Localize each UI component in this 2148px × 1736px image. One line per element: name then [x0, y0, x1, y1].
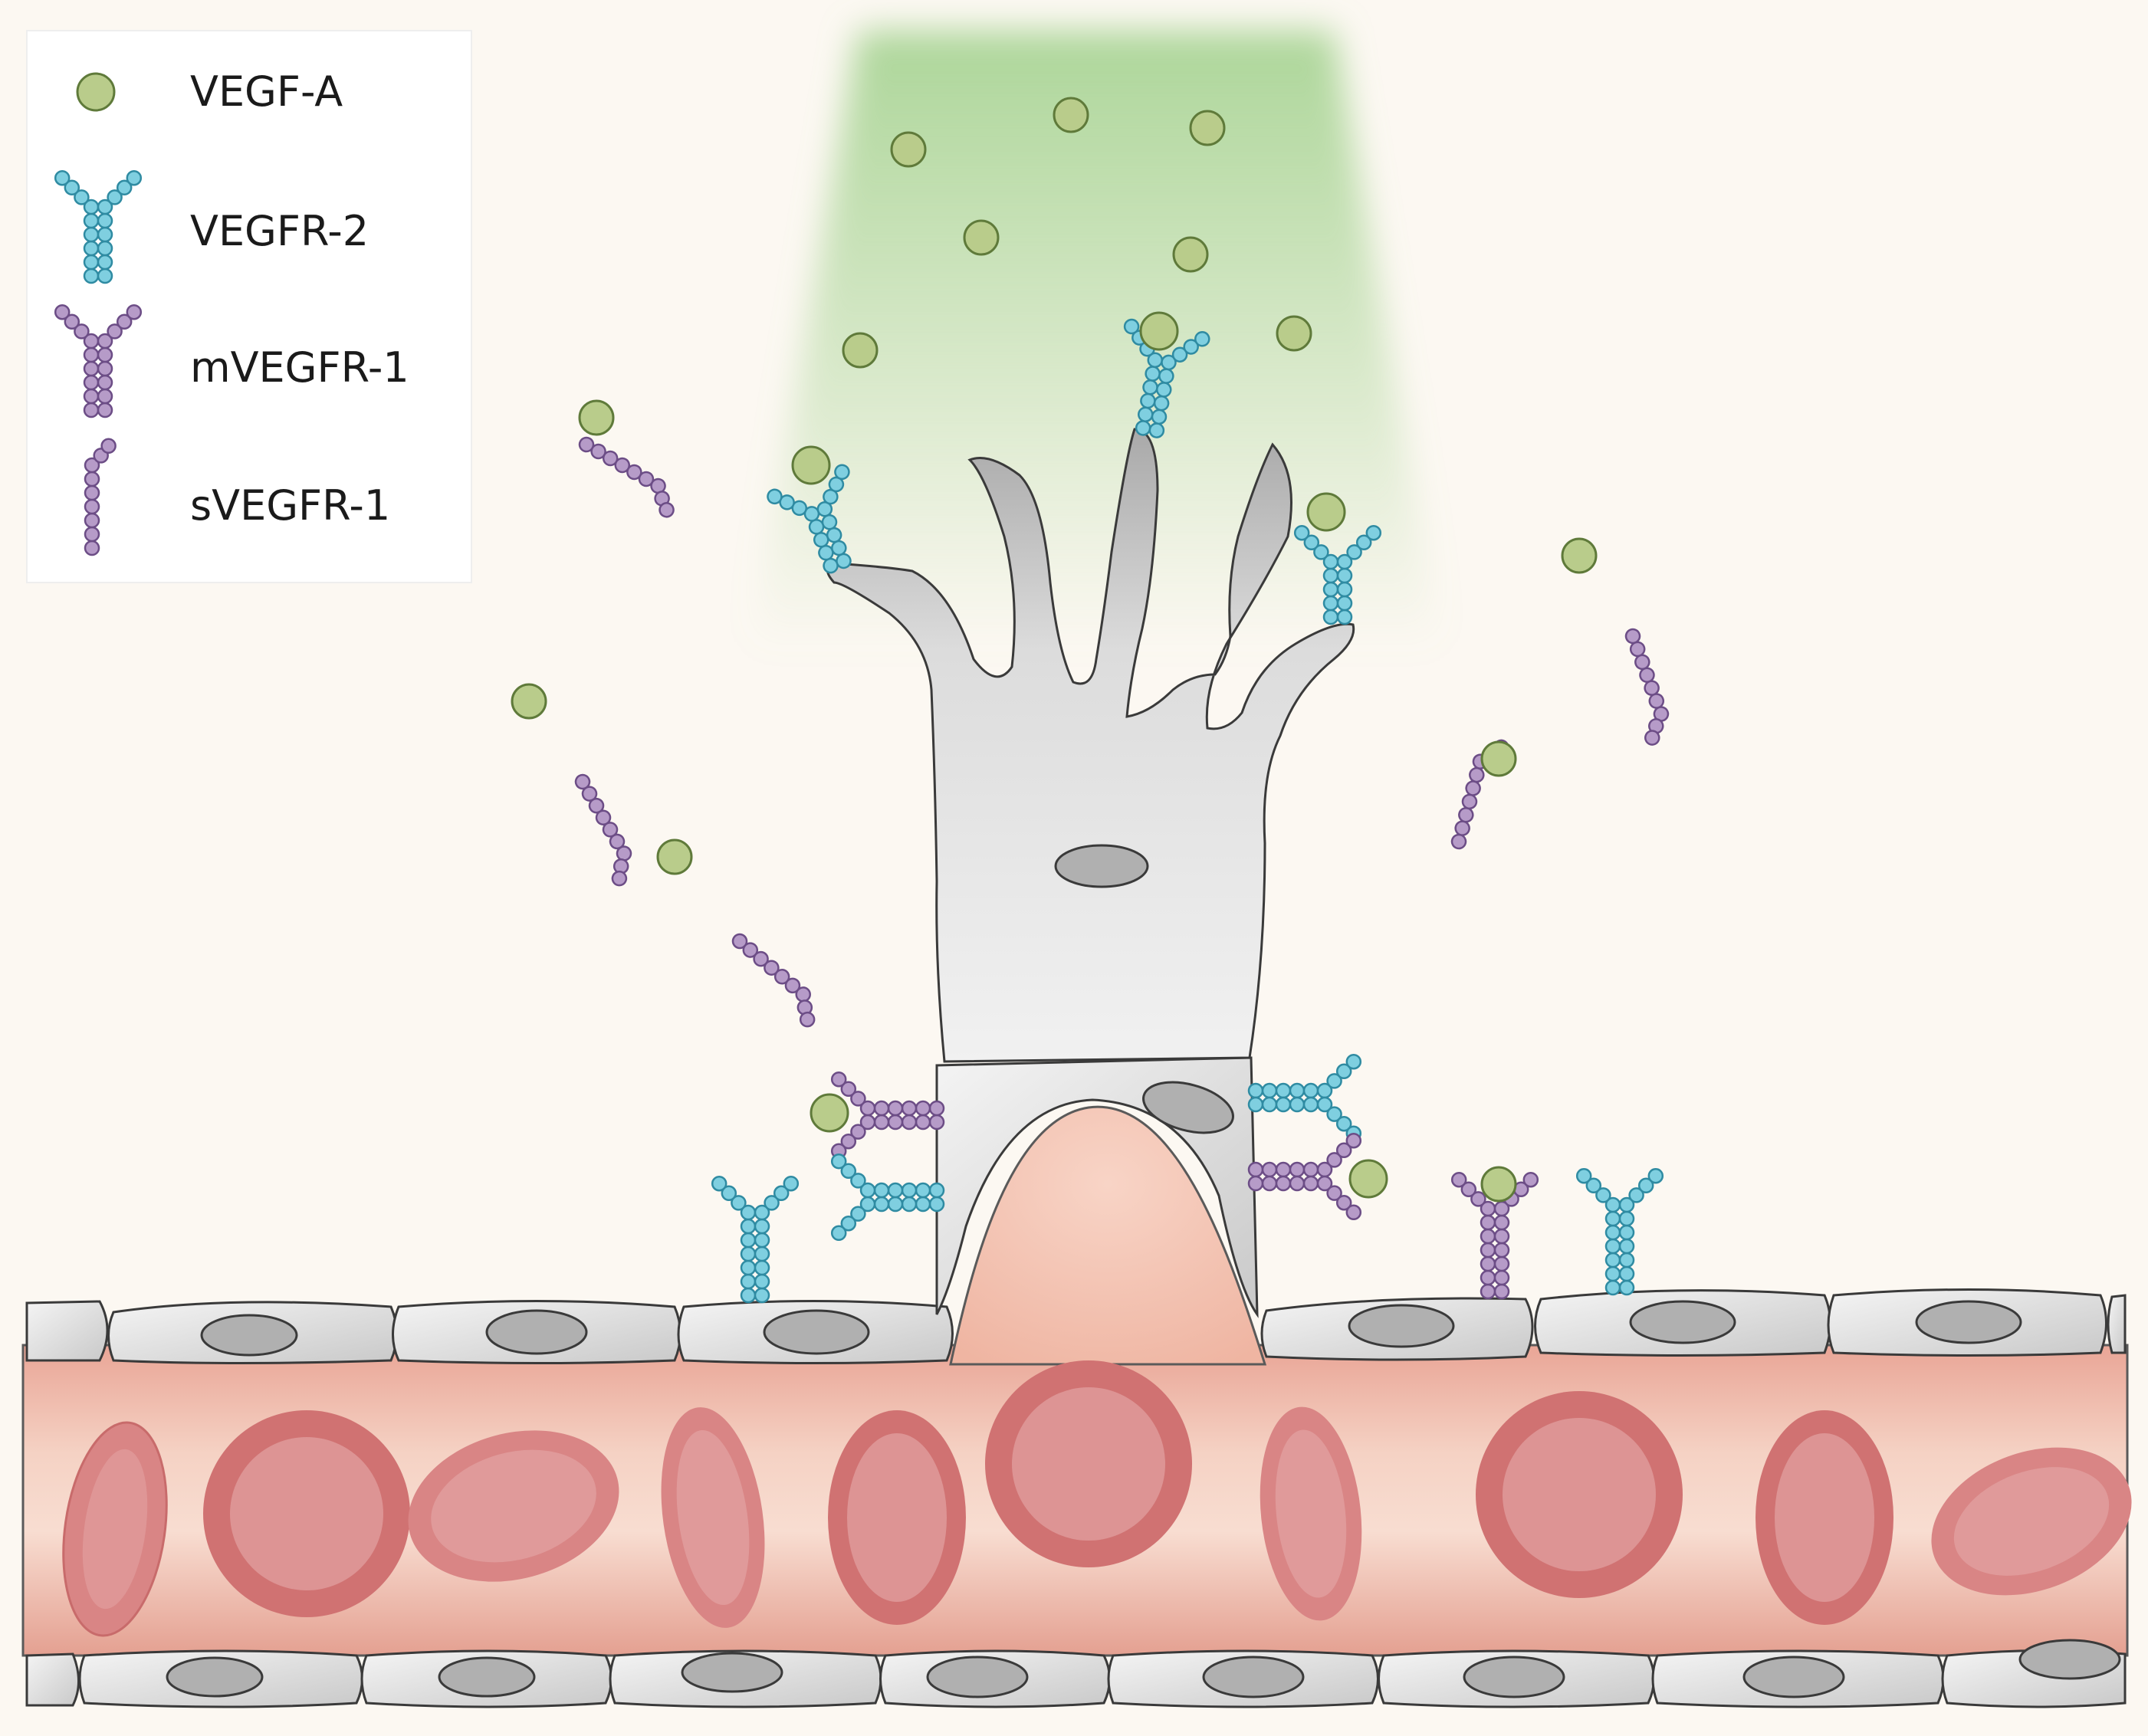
red-blood-cell — [1476, 1391, 1683, 1598]
svegfr1-molecule — [731, 933, 816, 1028]
vegf-a-molecule — [578, 399, 615, 436]
endothelial-cell — [1827, 1288, 2107, 1357]
vegfr2-receptor — [767, 464, 852, 574]
red-blood-cell — [1756, 1410, 1893, 1625]
endothelial-cell — [879, 1649, 1111, 1708]
upper-endothelium — [25, 1288, 2127, 1364]
vegf-a-molecule — [511, 683, 547, 720]
endothelial-cell — [25, 1300, 109, 1362]
legend-box — [26, 30, 472, 583]
legend-icons — [54, 72, 143, 556]
vegf-a-molecule — [1189, 110, 1226, 146]
svegfr1-soluble-icon — [84, 438, 117, 556]
endothelial-cell — [1378, 1649, 1655, 1708]
endothelial-cell — [25, 1652, 80, 1707]
vegf-a-molecule — [791, 445, 831, 485]
vegf-a-molecule — [76, 72, 116, 112]
svegfr1-molecule — [578, 436, 675, 518]
tip-cell-nucleus — [1054, 844, 1149, 888]
red-blood-cell — [661, 1407, 765, 1628]
legend: VEGF-A VEGFR-2 mVEGFR-1 sVEGFR-1 — [26, 30, 472, 583]
vegfr2-receptor — [1247, 1053, 1362, 1142]
endothelial-cell — [107, 1301, 398, 1364]
legend-label-svegfr1: sVEGFR-1 — [190, 481, 390, 530]
tip-cell — [826, 428, 1355, 1063]
vegfr2-receptor — [830, 1153, 945, 1242]
red-blood-cell — [408, 1430, 619, 1582]
endothelial-cell — [392, 1300, 682, 1364]
vegfr2-receptor — [1293, 524, 1382, 625]
vegfr2-receptor — [1123, 318, 1210, 438]
red-blood-cell — [1260, 1406, 1362, 1621]
mvegfr1-receptor — [1450, 1171, 1539, 1300]
vegfr2-receptor — [1575, 1167, 1664, 1296]
svegfr1-molecule — [574, 773, 632, 887]
endothelial-cell — [360, 1649, 613, 1708]
vegf-a-molecule — [1306, 492, 1346, 532]
red-blood-cells — [62, 1360, 2132, 1637]
endothelial-cell — [677, 1300, 954, 1364]
endothelial-cell — [1107, 1649, 1379, 1708]
vegf-a-molecule — [1561, 537, 1598, 574]
legend-label-mvegfr1: mVEGFR-1 — [190, 343, 409, 392]
vegf-a-molecule — [1480, 1166, 1517, 1203]
molecules-layer — [511, 97, 1670, 1304]
stalk-cell-nucleus — [1142, 1081, 1234, 1134]
vegf-a-molecule — [1139, 311, 1179, 351]
red-blood-cell — [1931, 1447, 2132, 1596]
vegf-a-molecule — [1276, 315, 1312, 352]
mvegfr1-receptor-icon — [54, 304, 143, 418]
vegf-a-molecule — [890, 131, 927, 168]
vegf-a-molecule — [963, 219, 1000, 256]
vegf-a-molecule — [1053, 97, 1089, 133]
red-blood-cell — [62, 1421, 168, 1637]
vegf-a-molecule — [1480, 740, 1517, 777]
vegf-a-molecule — [842, 332, 879, 369]
vegf-a-molecule — [1172, 236, 1209, 273]
red-blood-cell — [985, 1360, 1192, 1567]
endothelial-cell — [78, 1649, 363, 1708]
vegf-a-molecule — [1348, 1159, 1388, 1199]
red-blood-cell — [203, 1410, 410, 1617]
lower-endothelium — [25, 1639, 2127, 1708]
legend-label-vegfr2: VEGFR-2 — [190, 207, 369, 255]
vegfr2-receptor-icon — [54, 169, 143, 284]
endothelial-cell — [1941, 1639, 2127, 1708]
svegfr1-molecule — [1624, 628, 1670, 746]
legend-label-vegf-a: VEGF-A — [190, 67, 343, 116]
endothelial-cell — [1260, 1297, 1534, 1361]
endothelial-cell — [2107, 1294, 2127, 1354]
endothelial-cell — [609, 1649, 882, 1708]
vegf-a-molecule — [810, 1093, 849, 1133]
endothelial-cell — [1651, 1649, 1945, 1708]
vegf-a-molecule — [656, 838, 693, 875]
endothelial-cell — [1534, 1289, 1831, 1357]
red-blood-cell — [828, 1410, 966, 1625]
vegfr2-receptor — [711, 1175, 800, 1304]
sprout-lumen — [949, 1105, 1267, 1366]
mvegfr1-receptor — [1247, 1132, 1362, 1221]
